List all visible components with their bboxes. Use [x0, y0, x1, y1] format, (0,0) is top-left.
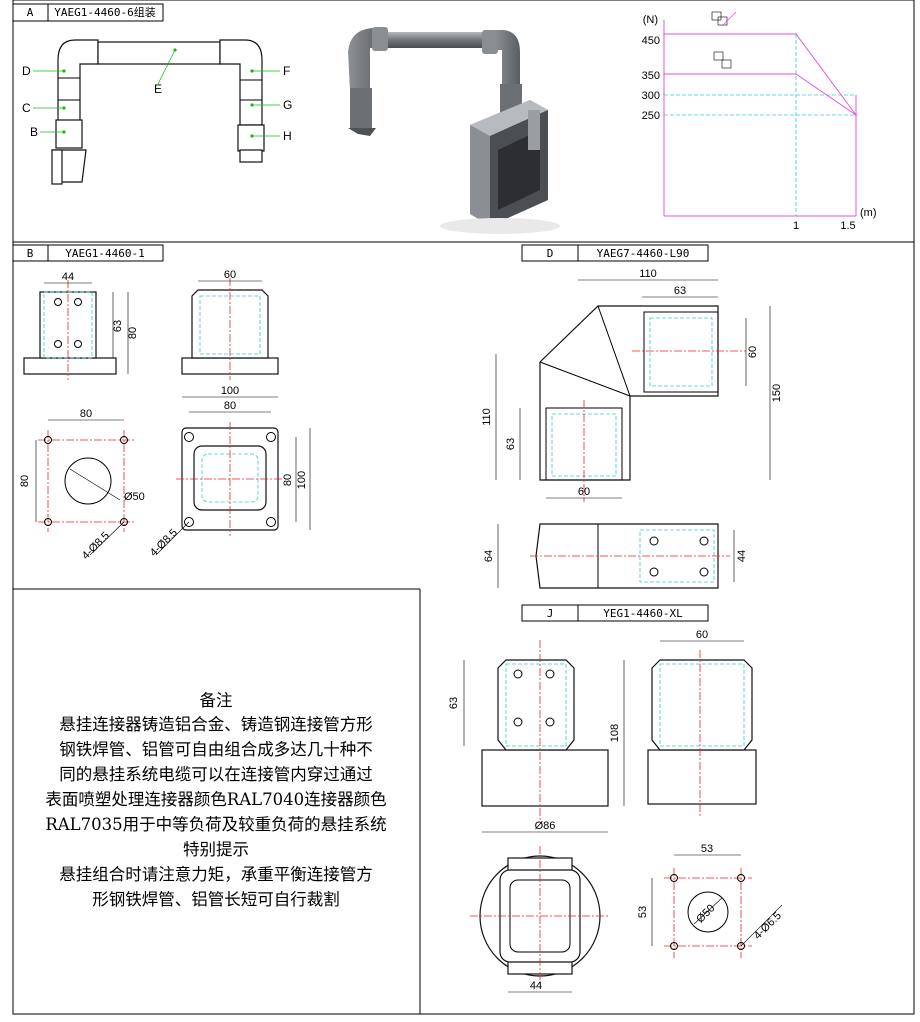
d-dim-63h: 63: [505, 438, 517, 450]
b-dim-80w: 80: [224, 400, 236, 412]
d-dim-60h: 60: [747, 346, 759, 358]
notes-line-4: 表面喷塑处理连接器颜色RAL7040连接器颜色: [45, 790, 386, 809]
b-dim-100h: 100: [296, 471, 308, 489]
d-dim-44h: 44: [736, 550, 748, 562]
chart-ytick-250: 250: [642, 110, 660, 122]
d-dim-60w: 60: [578, 486, 590, 498]
b-dim-bolt80w: 80: [80, 408, 92, 420]
b-dim-80h: 80: [282, 474, 294, 486]
panel-b-title-box: [12, 244, 164, 262]
b-front-view: 44 63 80: [23, 271, 139, 380]
j-dim-53h: 53: [637, 906, 649, 918]
j-dim-dia86: Ø86: [535, 820, 556, 832]
j-front-view: 63 108 Ø86: [448, 640, 625, 833]
b-dim-44: 44: [62, 271, 74, 283]
part-label-g: G: [283, 98, 292, 112]
notes-line-5: RAL7035用于中等负荷及较重负荷的悬挂系统: [45, 815, 386, 834]
b-bolt-pattern: Ø50 80 80 4-Ø8.5: [19, 408, 145, 562]
assembly-drawing: [51, 39, 265, 185]
panel-b: B YAEG1-4460-1 44 63 80 60: [12, 244, 311, 562]
b-dim-100: 100: [221, 385, 239, 397]
b-dim-dia50: Ø50: [124, 491, 145, 503]
panel-j-title-box: [521, 604, 709, 622]
b-dim-60: 60: [224, 269, 236, 281]
panel-d-code: YAEG7-4460-L90: [597, 247, 690, 260]
chart-ytick-350: 350: [642, 70, 660, 82]
part-label-b: B: [30, 125, 38, 139]
panel-d-title-box: [521, 244, 709, 262]
chart-icon-350: [713, 51, 732, 69]
panel-j: J YEG1-4460-XL 63 108 Ø86 60: [448, 604, 784, 993]
part-label-c: C: [22, 101, 31, 115]
panel-d-letter: D: [547, 247, 554, 260]
part-label-f: F: [283, 64, 290, 78]
panel-b-letter: B: [27, 247, 34, 260]
panel-b-code: YAEG1-4460-1: [65, 247, 144, 260]
panel-a-letter: A: [27, 6, 34, 19]
j-dim-holes: 4-Ø6.5: [752, 910, 784, 942]
notes-block: 备注 悬挂连接器铸造铝合金、铸造钢连接管方形 钢铁焊管、铝管可自由组合成多达几十…: [45, 691, 386, 909]
chart-series-1-point: [663, 33, 665, 35]
sheet-frame: [12, 0, 915, 1015]
b-dim-63: 63: [112, 320, 124, 332]
b-dim-holes: 4-Ø8.5: [80, 530, 112, 562]
j-dim-63h: 63: [448, 697, 460, 709]
b-dim-bolt80h: 80: [19, 475, 31, 487]
b-top-view: 100 80 80 100 4-Ø8.5: [148, 385, 311, 559]
chart-xtick-1: 1: [793, 220, 799, 232]
d-dim-110w: 110: [639, 268, 657, 280]
chart-series-2-line: [664, 73, 857, 116]
b-dim-80: 80: [127, 327, 139, 339]
d-dim-63w: 63: [674, 285, 686, 297]
j-side-view: 60: [647, 629, 757, 818]
d-dim-110h: 110: [481, 408, 493, 426]
chart-ytick-450: 450: [642, 35, 660, 47]
part-label-h: H: [283, 129, 292, 143]
panel-a-title-box: [12, 3, 164, 22]
chart-series-2-point: [663, 73, 665, 75]
chart-series-1-point: [795, 33, 797, 35]
load-chart: (N) (m) 450 350 300 250 1 1.5: [642, 11, 877, 232]
panel-j-code: YEG1-4460-XL: [603, 607, 683, 620]
d-side-view: 64 44: [483, 523, 748, 589]
product-render: [348, 27, 560, 234]
d-elbow-view: 110 63 60 150 110 63 60: [481, 268, 783, 502]
d-dim-150h: 150: [771, 384, 783, 402]
j-dim-44w: 44: [530, 980, 542, 992]
chart-y-unit: (N): [643, 14, 658, 26]
notes-line-8: 形钢铁焊管、铝管长短可自行裁割: [92, 890, 340, 909]
chart-icon-450: [711, 11, 737, 27]
j-dim-60w: 60: [696, 629, 708, 641]
panel-d: D YAEG7-4460-L90 110 63 60 150 110 63: [481, 244, 783, 589]
notes-line-7: 悬挂组合时请注意力矩，承重平衡连接管方: [59, 865, 373, 884]
panel-a-code: YAEG1-4460-6组装: [54, 5, 155, 19]
j-dim-108h: 108: [609, 724, 621, 742]
part-label-d: D: [22, 64, 31, 78]
chart-x-unit: (m): [860, 207, 877, 219]
chart-series-2-point: [855, 114, 857, 116]
b-side-view: 60: [181, 269, 279, 380]
chart-series-2-point: [795, 73, 797, 75]
notes-line-1: 悬挂连接器铸造铝合金、铸造钢连接管方形: [59, 715, 373, 734]
b-dim-holes-2: 4-Ø8.5: [148, 527, 180, 559]
assembly-callouts: D C B E F G H: [22, 48, 292, 143]
notes-line-6: 特别提示: [183, 840, 249, 859]
chart-ytick-300: 300: [642, 90, 660, 102]
d-dim-64h: 64: [483, 550, 495, 562]
notes-heading: 备注: [200, 691, 233, 710]
j-bolt-pattern: Ø50 53 53 4-Ø6.5: [637, 843, 784, 958]
notes-line-3: 同的悬挂系统电缆可以在连接管内穿过通过: [59, 765, 373, 784]
panel-a: A YAEG1-4460-6组装 D C B E F: [12, 3, 877, 234]
chart-xtick-1-5: 1.5: [840, 220, 855, 232]
notes-line-2: 钢铁焊管、铝管可自由组合成多达几十种不: [59, 740, 373, 759]
part-label-e: E: [154, 82, 162, 96]
j-bottom-view: 44: [470, 846, 610, 993]
panel-j-letter: J: [547, 607, 554, 620]
j-dim-53w: 53: [701, 843, 713, 855]
